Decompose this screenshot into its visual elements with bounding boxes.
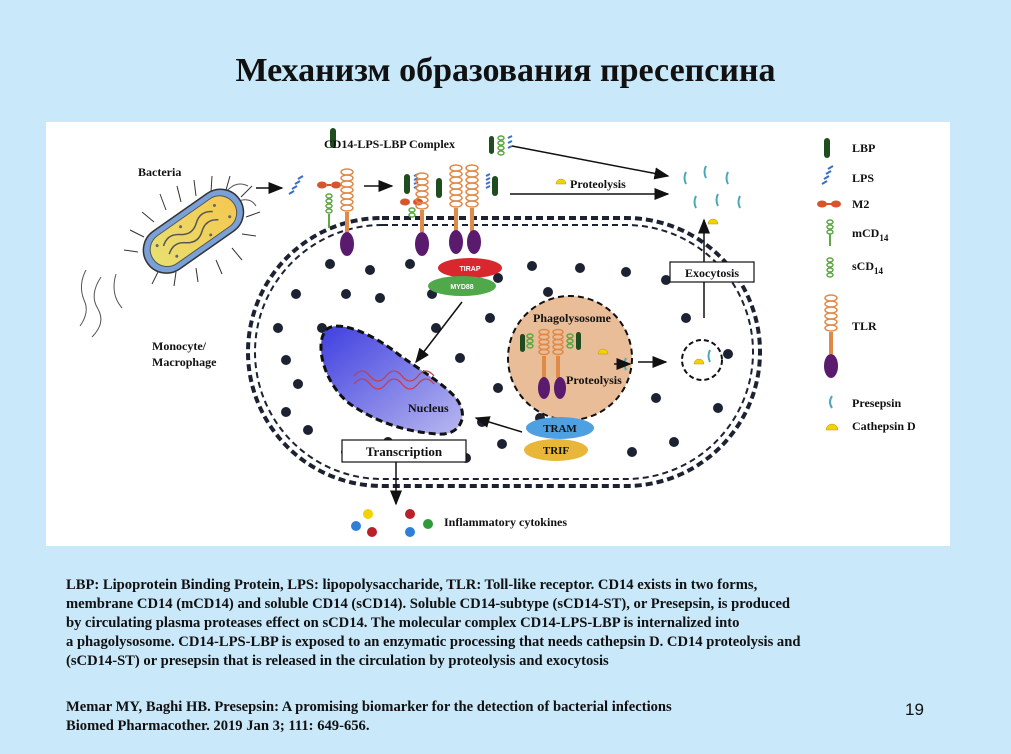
caption-line: (sCD14-ST) or presepsin that is released… [66,653,609,669]
tram-adaptor [526,417,594,439]
bacteria-label: Bacteria [138,165,181,179]
mechanism-diagram: Bacteria Monocyte/ Macrophage [46,122,950,546]
released-presepsin [683,165,741,209]
page-number: 19 [905,700,924,719]
cathepsin-d-icon [707,218,719,225]
tlr-dimer-complex [436,164,498,254]
proteolysis-top-label: Proteolysis [570,177,626,191]
trif-adaptor [524,439,588,461]
dna-strand-icon [353,370,435,390]
diagram-canvas: Bacteria Monocyte/ Macrophage [79,128,916,537]
myd88-adaptor [428,276,496,296]
m2-icon [817,200,841,208]
mcd14-icon [826,219,834,246]
legend: LBP LPS M2 mCD14 sCD14 [817,138,916,433]
citation-line: Biomed Pharmacother. 2019 Jan 3; 111: 64… [66,718,370,734]
trif-label: TRIF [543,445,570,457]
scd14-icon [826,257,834,278]
monocyte-label-line2: Macrophage [152,355,217,369]
legend-label-tlr: TLR [852,319,877,333]
membrane-complex-stage1 [317,128,341,228]
proteolysis-inner-label: Proteolysis [566,373,622,387]
internalized-complex [520,328,581,399]
caption-line: a phagolysosome. CD14-LPS-LBP is exposed… [66,634,801,650]
figure-caption: LBP: Lipoprotein Binding Protein, LPS: l… [66,576,996,671]
inflammatory-cytokines [351,509,433,537]
phagolysosome-label: Phagolysosome [533,311,612,325]
legend-label-m2: M2 [852,197,869,211]
cathepsin-d-icon [597,348,609,355]
caption-line: membrane CD14 (mCD14) and soluble CD14 (… [66,596,791,612]
complex-symbol [489,135,513,156]
membrane-complex-stage2 [400,172,429,256]
complex-label: CD14-LPS-LBP Complex [324,137,455,151]
lps-icon [821,165,834,185]
slide-title: Механизм образования пресепсина [235,52,776,89]
legend-label-mcd14: mCD14 [852,226,889,243]
tram-label: TRAM [543,423,577,435]
exocytosis-label: Exocytosis [685,266,739,280]
tlr-icon [824,294,838,378]
tirap-adaptor [438,258,502,278]
cathepsin-d-icon [555,178,567,185]
legend-label-lbp: LBP [852,141,875,155]
citation: Memar MY, Baghi HB. Presepsin: A promisi… [66,698,866,736]
legend-label-scd14: sCD14 [852,259,884,276]
lps-free [288,175,304,195]
cathepsin-d-icon [825,423,839,431]
legend-label-presepsin: Presepsin [852,396,901,410]
cathepsin-d-icon [693,358,705,365]
nucleus-label: Nucleus [408,401,449,415]
legend-label-lps: LPS [852,171,874,185]
caption-line: by circulating plasma proteases effect o… [66,615,740,631]
transcription-box [341,439,467,463]
transcription-label: Transcription [366,444,443,459]
presepsin-icon [707,349,711,363]
tlr-receptor-1 [340,168,354,256]
exocytosis-box [669,261,755,283]
citation-line: Memar MY, Baghi HB. Presepsin: A promisi… [66,699,672,715]
monocyte-label-line1: Monocyte/ [152,339,207,353]
bacterium-illustration [79,175,261,338]
presepsin-icon [829,395,833,409]
caption-line: LBP: Lipoprotein Binding Protein, LPS: l… [66,577,758,593]
tirap-label: TIRAP [460,266,481,273]
lbp-icon [824,138,830,158]
myd88-label: MYD88 [450,284,473,291]
legend-label-cathepsin: Cathepsin D [852,419,916,433]
cytokines-label: Inflammatory cytokines [444,515,567,529]
